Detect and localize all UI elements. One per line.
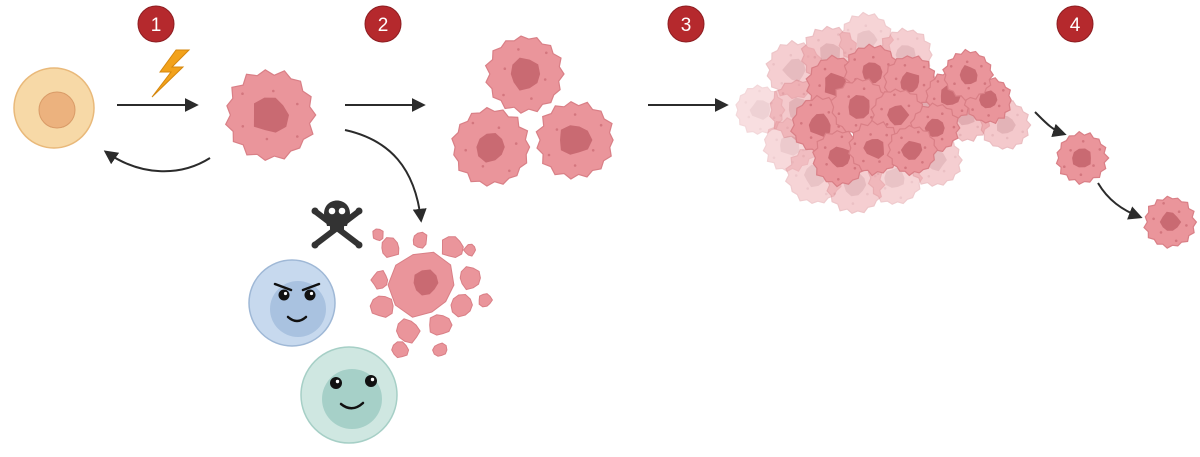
cell-fragment <box>478 293 493 308</box>
arrow-icon <box>344 129 427 223</box>
step-badge-3: 3 <box>667 5 705 43</box>
cell-fragment <box>462 243 477 257</box>
fragment-nucleus <box>413 269 439 296</box>
normal-cell <box>13 67 95 149</box>
cell-fragment <box>372 228 384 242</box>
cancer-cell <box>942 48 995 102</box>
progression-arrows <box>344 98 1143 223</box>
cell-fragment <box>412 231 428 249</box>
transformed-cell <box>224 69 317 161</box>
cell-fragment <box>459 266 481 291</box>
step-label: 3 <box>681 15 692 36</box>
tumor-mass <box>735 11 1032 214</box>
cancer-cell <box>224 69 317 161</box>
arrow-icon <box>103 150 211 173</box>
cell-fragment <box>432 342 448 357</box>
cell-fragment <box>395 318 421 344</box>
cancer-cell <box>535 100 614 180</box>
cancer-cell <box>735 84 786 135</box>
cell-fragment <box>429 314 453 336</box>
cancer-cell <box>886 124 939 177</box>
immune-cell-happy <box>300 346 398 444</box>
immune-cell-angry <box>248 259 336 347</box>
step-label: 2 <box>378 15 389 36</box>
arrow-icon <box>1097 182 1143 220</box>
metastatic-cells <box>1055 130 1198 249</box>
cell-fragment <box>369 295 394 318</box>
cancer-cell <box>484 35 565 114</box>
cell-fragment <box>370 270 389 290</box>
cancer-cell <box>1143 195 1198 249</box>
arrow-icon <box>1034 111 1067 138</box>
cell-fragment <box>441 236 464 259</box>
cell-fragment <box>450 293 473 318</box>
cancer-cell <box>1055 130 1110 186</box>
step-badge-2: 2 <box>364 5 402 43</box>
step-badge-4: 4 <box>1056 5 1094 43</box>
cancer-cell <box>451 106 531 187</box>
skull-crossbones-icon <box>311 200 363 249</box>
step-badge-1: 1 <box>137 5 175 43</box>
step-label: 4 <box>1070 15 1081 36</box>
step-badges: 1 2 3 4 <box>137 5 1094 43</box>
transformation-arrows <box>103 98 211 173</box>
apoptotic-cell-fragments <box>369 228 493 359</box>
step-label: 1 <box>151 15 162 36</box>
lightning-bolt-icon <box>151 49 191 98</box>
cancer-cell <box>848 119 902 177</box>
cell-fragment <box>381 237 400 258</box>
proliferating-cells <box>451 35 614 187</box>
cell-fragment <box>391 341 410 359</box>
